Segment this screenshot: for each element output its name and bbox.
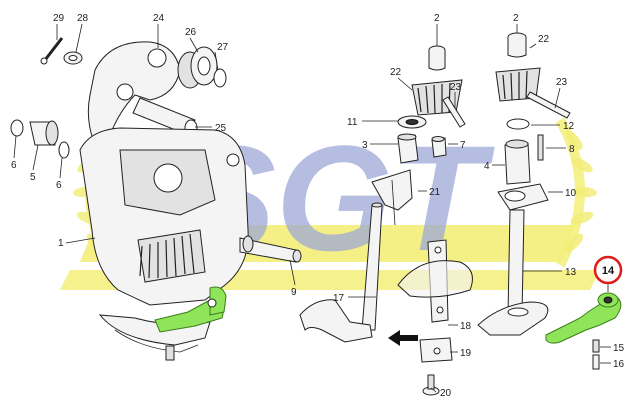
label-26: 26 bbox=[185, 27, 197, 38]
label-9: 9 bbox=[291, 287, 297, 298]
label-27: 27 bbox=[217, 42, 229, 53]
label-23-center: 23 bbox=[450, 82, 462, 93]
label-22-right: 22 bbox=[538, 34, 550, 45]
label-12: 12 bbox=[563, 121, 575, 132]
label-22-center: 22 bbox=[390, 67, 402, 78]
label-4: 4 bbox=[484, 161, 490, 172]
label-2-right: 2 bbox=[513, 13, 519, 24]
label-28: 28 bbox=[77, 13, 89, 24]
direction-arrow bbox=[388, 330, 418, 346]
label-5: 5 bbox=[30, 172, 36, 183]
highlighted-part-14 bbox=[545, 297, 622, 344]
label-6-right: 6 bbox=[56, 180, 62, 191]
label-13: 13 bbox=[565, 267, 577, 278]
label-18: 18 bbox=[460, 321, 472, 332]
label-20: 20 bbox=[440, 388, 452, 399]
label-8: 8 bbox=[569, 144, 575, 155]
part-labels: 29 28 24 26 27 25 6 5 6 1 9 2 22 23 11 3… bbox=[11, 13, 625, 399]
label-19: 19 bbox=[460, 348, 472, 359]
label-17: 17 bbox=[333, 293, 345, 304]
label-29: 29 bbox=[53, 13, 65, 24]
label-1: 1 bbox=[58, 238, 64, 249]
callout-circle-14 bbox=[593, 255, 623, 285]
label-11: 11 bbox=[347, 117, 358, 128]
label-25: 25 bbox=[215, 123, 227, 134]
label-14: 14 bbox=[602, 265, 615, 277]
label-10: 10 bbox=[565, 188, 577, 199]
label-23-right: 23 bbox=[556, 77, 568, 88]
label-21: 21 bbox=[429, 187, 441, 198]
label-2-center: 2 bbox=[434, 13, 440, 24]
left-assembly bbox=[10, 37, 302, 361]
label-7: 7 bbox=[460, 140, 466, 151]
right-assembly bbox=[477, 32, 622, 370]
label-16: 16 bbox=[613, 359, 625, 370]
label-24: 24 bbox=[153, 13, 165, 24]
label-6-left: 6 bbox=[11, 160, 17, 171]
center-assembly bbox=[299, 45, 473, 396]
label-15: 15 bbox=[613, 343, 625, 354]
label-3: 3 bbox=[362, 140, 368, 151]
leader-lines bbox=[13, 23, 611, 393]
